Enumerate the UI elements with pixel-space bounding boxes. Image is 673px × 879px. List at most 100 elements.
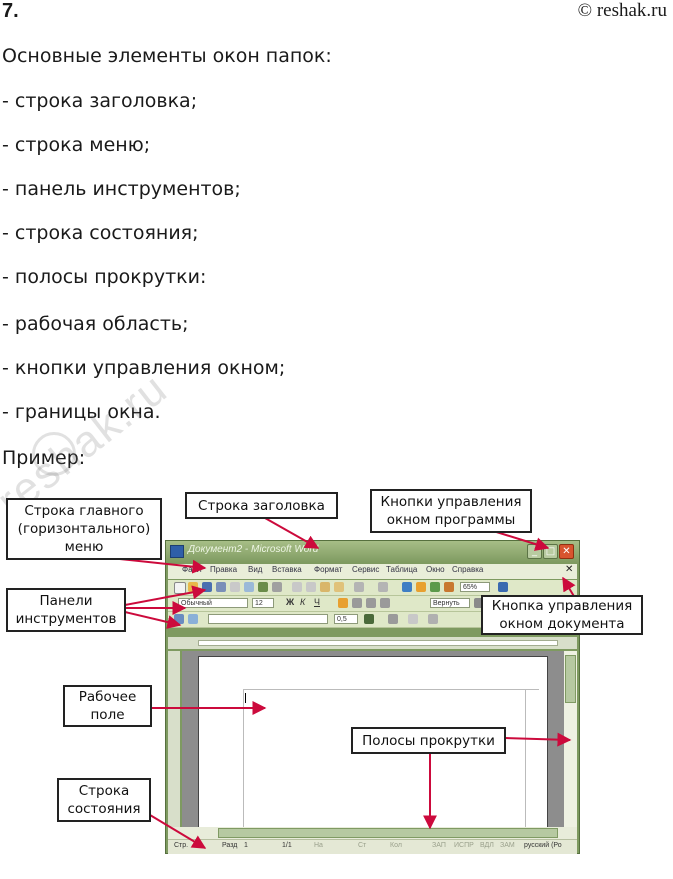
hyperlink-icon[interactable] [402, 582, 412, 592]
window-title-bar[interactable]: Документ2 - Microsoft Word _ □ ✕ [166, 541, 579, 563]
format-painter-icon[interactable] [334, 582, 344, 592]
margin-guide-top [243, 689, 539, 690]
list-item: - рабочая область; [2, 313, 189, 335]
line-style-combo[interactable] [208, 614, 328, 624]
border-color-icon[interactable] [364, 614, 374, 624]
return-button[interactable]: Вернуть [430, 598, 470, 608]
borders-icon[interactable] [388, 614, 398, 624]
list-item: - строка заголовка; [2, 90, 198, 112]
align-left-icon[interactable] [338, 598, 348, 608]
arrow-doc-button [562, 576, 576, 599]
document-close-icon[interactable]: ✕ [565, 564, 574, 575]
menu-view[interactable]: Вид [248, 565, 263, 574]
table-insert-icon[interactable] [428, 614, 438, 624]
status-rec: ЗАП [432, 842, 446, 849]
menu-window[interactable]: Окно [426, 565, 445, 574]
preview-icon[interactable] [244, 582, 254, 592]
watermark-logo [32, 432, 76, 476]
paste-icon[interactable] [320, 582, 330, 592]
new-icon[interactable] [174, 582, 186, 594]
copy-icon[interactable] [306, 582, 316, 592]
spelling-icon[interactable] [258, 582, 268, 592]
arrow-toolbar-3 [124, 611, 182, 629]
arrow-vscroll [504, 732, 572, 747]
horizontal-scroll-thumb[interactable] [218, 828, 558, 838]
callout-doc-button: Кнопка управления окном документа [481, 595, 643, 635]
callout-main-menu: Строка главного (горизонтального) меню [6, 498, 162, 560]
list-item: - строка состояния; [2, 222, 199, 244]
save-icon[interactable] [202, 582, 212, 592]
menu-help[interactable]: Справка [452, 565, 484, 574]
margin-guide-left [243, 689, 244, 829]
align-center-icon[interactable] [352, 598, 362, 608]
status-page: Стр. [174, 842, 189, 849]
menu-tools[interactable]: Сервис [352, 565, 380, 574]
status-trk: ИСПР [454, 842, 474, 849]
list-item: - границы окна. [2, 401, 161, 423]
status-position: На [314, 842, 323, 849]
margin-guide-right [525, 689, 526, 829]
tables-icon[interactable] [416, 582, 426, 592]
menu-edit[interactable]: Правка [210, 565, 238, 574]
font-size-combo[interactable]: 12 [252, 598, 274, 608]
redo-icon[interactable] [378, 582, 388, 592]
italic-button[interactable]: К [300, 597, 306, 607]
arrow-program-buttons [489, 529, 550, 551]
window-title: Документ2 - Microsoft Word [188, 544, 319, 555]
maximize-icon: □ [545, 546, 556, 557]
drawing-toolbar: 0,5 [168, 612, 577, 628]
zoom-combo[interactable]: 65% [460, 582, 490, 592]
list-item: - панель инструментов; [2, 178, 241, 200]
status-section: Разд [222, 842, 238, 849]
list-item: - строка меню; [2, 134, 151, 156]
vertical-scroll-thumb[interactable] [565, 655, 576, 703]
arrow-toolbar-1 [124, 585, 207, 606]
justify-icon[interactable] [380, 598, 390, 608]
menu-bar: Файл Правка Вид Вставка Формат Сервис Та… [168, 564, 577, 579]
horizontal-scrollbar[interactable] [168, 827, 577, 839]
bold-button[interactable]: Ж [286, 597, 295, 607]
site-credit: © reshak.ru [577, 0, 667, 21]
status-pages: 1/1 [282, 842, 292, 849]
close-button[interactable]: ✕ [559, 544, 574, 559]
list-icon[interactable] [474, 598, 484, 608]
intro-text: Основные элементы окон папок: [2, 45, 332, 67]
research-icon[interactable] [272, 582, 282, 592]
line-width-combo[interactable]: 0,5 [334, 614, 358, 624]
status-ext: ВДЛ [480, 842, 494, 849]
status-line: Ст [358, 842, 367, 849]
callout-status-bar: Строка состояния [57, 778, 151, 822]
horizontal-ruler[interactable] [168, 637, 577, 649]
excel-icon[interactable] [430, 582, 440, 592]
word-app-icon [170, 545, 184, 558]
align-right-icon[interactable] [366, 598, 376, 608]
columns-icon[interactable] [444, 582, 454, 592]
shading-icon[interactable] [408, 614, 418, 624]
status-column: Кол [390, 842, 402, 849]
status-language: русский (Ро [524, 842, 562, 849]
formatting-toolbar: Обычный 12 Ж К Ч Вернуть [168, 596, 577, 612]
menu-table[interactable]: Таблица [386, 565, 418, 574]
status-bar: Стр. Разд 1 1/1 На Ст Кол ЗАП ИСПР ВДЛ З… [168, 839, 577, 854]
permission-icon[interactable] [216, 582, 226, 592]
undo-icon[interactable] [354, 582, 364, 592]
callout-toolbars: Панели инструментов [6, 588, 126, 632]
minimize-icon: _ [532, 546, 537, 557]
callout-scrollbars: Полосы прокрутки [351, 727, 506, 754]
menu-insert[interactable]: Вставка [272, 565, 302, 574]
underline-button[interactable]: Ч [314, 597, 320, 607]
task-number: 7. [2, 0, 19, 22]
list-item: - полосы прокрутки: [2, 266, 207, 288]
status-ovr: ЗАМ [500, 842, 515, 849]
cut-icon[interactable] [292, 582, 302, 592]
print-icon[interactable] [230, 582, 240, 592]
menu-format[interactable]: Формат [314, 565, 343, 574]
list-item: - кнопки управления окном; [2, 357, 286, 379]
help-icon[interactable] [498, 582, 508, 592]
eraser-icon[interactable] [188, 614, 198, 624]
callout-program-buttons: Кнопки управления окном программы [370, 489, 532, 533]
callout-work-area: Рабочее поле [63, 685, 152, 727]
text-cursor [245, 693, 246, 703]
vertical-ruler[interactable] [168, 651, 180, 829]
